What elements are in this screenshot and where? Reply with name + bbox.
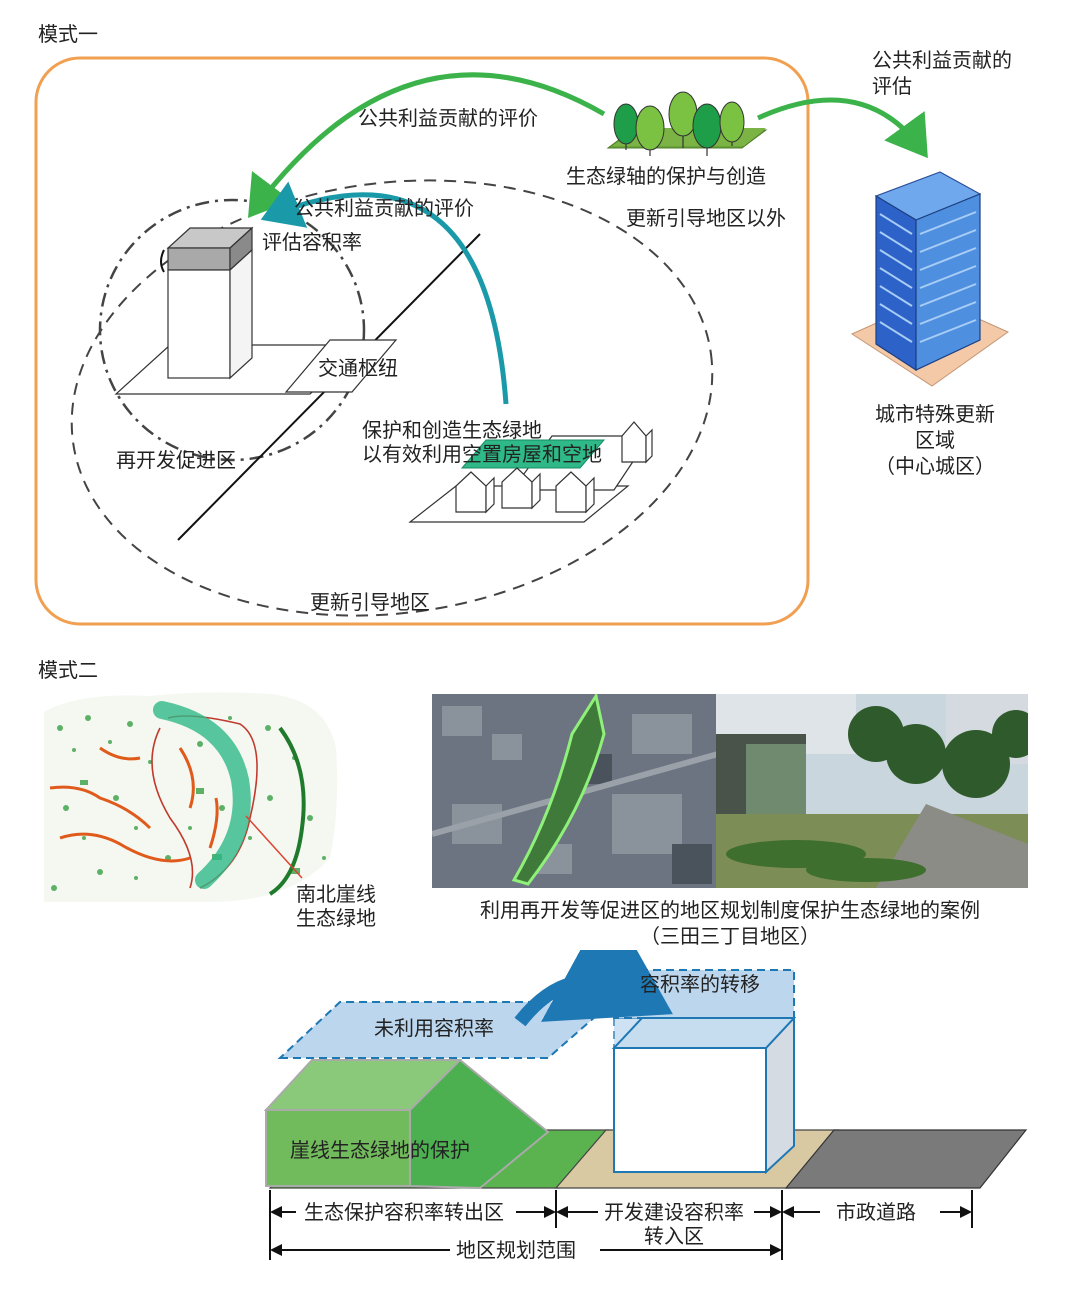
green-arrow-to-far: [247, 72, 606, 218]
green-axis-trees: [606, 91, 768, 156]
label-update-area: 更新引导地区: [310, 590, 430, 614]
garden-photo: [716, 694, 1028, 888]
label-city-line1: 城市特殊更新: [875, 402, 995, 426]
label-transport-hub: 交通枢纽: [318, 356, 398, 380]
green-corridor-map: [44, 692, 338, 902]
mode1-frame: [34, 56, 810, 626]
photo-caption-line1: 利用再开发等促进区的地区规划制度保护生态绿地的案例: [480, 898, 980, 922]
mode2-heading: 模式二: [38, 658, 98, 682]
map-label-line2: 生态绿地: [296, 906, 376, 930]
label-redevelop-area: 再开发促进区: [116, 448, 236, 472]
green-vacant-lot: [460, 439, 606, 469]
aerial-photo: [432, 694, 718, 888]
label-green-axis: 生态绿轴的保护与创造: [566, 164, 766, 188]
receiving-building: [611, 969, 797, 1175]
label-eval-top: 公共利益贡献的评价: [358, 106, 538, 130]
label-municipal-road: 市政道路: [836, 1200, 916, 1224]
label-eval-inner: 公共利益贡献的评价: [294, 196, 474, 220]
label-contrib-eval-line1: 公共利益贡献的: [872, 48, 1012, 72]
label-city-line2: 区域: [915, 428, 955, 452]
road-plot: [784, 1129, 1028, 1189]
label-unused-far: 未利用容积率: [374, 1016, 494, 1040]
tall-building: [160, 226, 254, 380]
mode1-heading: 模式一: [38, 22, 98, 46]
label-evaluate-far: 评估容积率: [262, 230, 362, 254]
label-outside-area: 更新引导地区以外: [626, 206, 786, 230]
mode1-diagram: [34, 56, 1010, 626]
update-area-ellipse: [70, 179, 714, 617]
label-protect-line2: 以有效利用空置房屋和空地: [362, 442, 602, 466]
cliff-green-band: [153, 701, 251, 889]
teal-arrow-to-far: [260, 181, 509, 405]
label-far-transfer: 容积率的转移: [640, 972, 760, 996]
label-in-zone-line1: 开发建设容积率: [604, 1200, 744, 1224]
label-planning-scope: 地区规划范围: [456, 1238, 576, 1262]
transport-plot: [284, 339, 398, 393]
label-contrib-eval-line2: 评估: [872, 74, 912, 98]
label-in-zone-line2: 转入区: [644, 1224, 704, 1248]
photo-caption-line2: （三田三丁目地区）: [640, 924, 820, 948]
houses-area: [408, 421, 653, 523]
label-protect-line1: 保护和创造生态绿地: [362, 418, 542, 442]
redevelop-area-ellipse: [98, 198, 366, 462]
far-transfer-diagram: [263, 950, 1028, 1260]
label-city-line3: （中心城区）: [875, 454, 995, 478]
transfer-arrow: [514, 950, 673, 1027]
green-arrow-to-city: [756, 97, 928, 159]
city-tower: [850, 171, 1010, 387]
label-cliff-protection: 崖线生态绿地的保护: [290, 1138, 470, 1162]
label-out-zone: 生态保护容积率转出区: [304, 1200, 504, 1224]
map-label-line1: 南北崖线: [296, 882, 376, 906]
